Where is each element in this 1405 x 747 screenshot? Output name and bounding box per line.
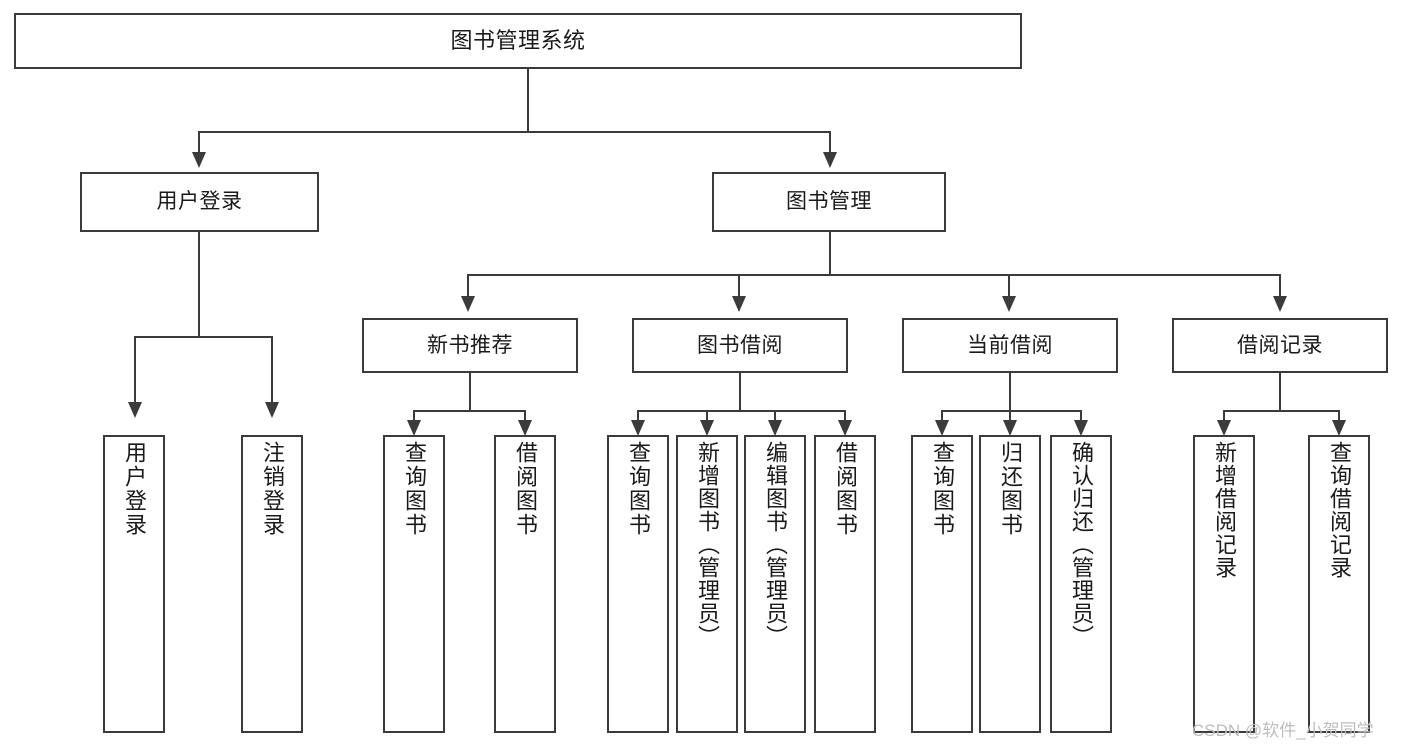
node-label: 借阅图书 xyxy=(833,441,858,537)
leaf-user-login-login[interactable]: 用户登录 xyxy=(103,435,165,733)
node-label: 确认归还（管理员） xyxy=(1069,441,1094,648)
node-label: 注销登录 xyxy=(260,441,285,537)
connector-nbr-branch-2 xyxy=(524,410,526,424)
node-label: 查询图书 xyxy=(626,441,651,537)
connector-to-borrow-record xyxy=(1279,274,1281,300)
connector-current-borrow-stem xyxy=(1009,373,1011,410)
connector-new-book-recommend-stem xyxy=(469,373,471,410)
connector-borrow-record-bus xyxy=(1223,410,1339,412)
connector-to-current-borrow xyxy=(1008,274,1010,300)
connector-root-to-user-login xyxy=(198,131,200,156)
leaf-book-borrow-add-book-admin[interactable]: 新增图书（管理员） xyxy=(676,435,738,733)
leaf-borrow-record-add-record[interactable]: 新增借阅记录 xyxy=(1193,435,1255,733)
connector-user-login-bus xyxy=(134,336,272,338)
connector-borrow-record-stem xyxy=(1279,373,1281,410)
connector-current-borrow-bus xyxy=(941,410,1081,412)
watermark-text: CSDN @软件_小贺同学 xyxy=(1192,721,1374,740)
leaf-user-login-logout[interactable]: 注销登录 xyxy=(241,435,303,733)
connector-nbr-branch-1 xyxy=(413,410,415,424)
connector-to-book-borrow xyxy=(738,274,740,300)
arrow-down-icon xyxy=(192,152,206,168)
connector-user-login-branch-2 xyxy=(271,336,273,406)
node-label: 图书管理系统 xyxy=(450,27,586,53)
arrow-down-icon xyxy=(1273,296,1287,312)
node-label: 查询借阅记录 xyxy=(1327,441,1352,579)
leaf-current-borrow-confirm-return-admin[interactable]: 确认归还（管理员） xyxy=(1050,435,1112,733)
node-label: 新增借阅记录 xyxy=(1212,441,1237,579)
connector-user-login-stem xyxy=(198,232,200,336)
node-label: 归还图书 xyxy=(998,441,1023,537)
connector-to-new-book-recommend xyxy=(467,274,469,300)
connector-book-borrow-stem xyxy=(739,373,741,410)
leaf-book-borrow-edit-book-admin[interactable]: 编辑图书（管理员） xyxy=(744,435,806,733)
node-label: 查询图书 xyxy=(402,441,427,537)
leaf-new-book-borrow-book[interactable]: 借阅图书 xyxy=(494,435,556,733)
arrow-down-icon xyxy=(1332,420,1346,436)
node-label: 图书管理 xyxy=(786,190,872,214)
arrow-down-icon xyxy=(1003,420,1017,436)
leaf-book-borrow-query-book[interactable]: 查询图书 xyxy=(607,435,669,733)
node-book-borrow[interactable]: 图书借阅 xyxy=(632,318,848,373)
leaf-new-book-query-book[interactable]: 查询图书 xyxy=(383,435,445,733)
connector-book-management-bus xyxy=(467,274,1281,276)
arrow-down-icon xyxy=(838,420,852,436)
node-label: 新书推荐 xyxy=(427,333,513,357)
arrow-down-icon xyxy=(1002,296,1016,312)
arrow-down-icon xyxy=(823,152,837,168)
node-label: 当前借阅 xyxy=(967,333,1053,357)
node-root-book-management-system[interactable]: 图书管理系统 xyxy=(14,13,1022,69)
node-label: 用户登录 xyxy=(156,190,243,214)
node-book-management[interactable]: 图书管理 xyxy=(712,172,946,232)
connector-root-to-book-management xyxy=(829,131,831,156)
connector-root-bus xyxy=(198,131,830,133)
connector-cb-branch-2 xyxy=(1009,410,1011,424)
leaf-borrow-record-query-record[interactable]: 查询借阅记录 xyxy=(1308,435,1370,733)
connector-new-book-recommend-bus xyxy=(413,410,525,412)
arrow-down-icon xyxy=(518,420,532,436)
arrow-down-icon xyxy=(732,296,746,312)
connector-root-stem xyxy=(527,69,529,131)
connector-book-management-stem xyxy=(829,232,831,274)
leaf-current-borrow-query-book[interactable]: 查询图书 xyxy=(911,435,973,733)
connector-cb-branch-1 xyxy=(941,410,943,424)
connector-br-branch-1 xyxy=(1223,410,1225,424)
arrow-down-icon xyxy=(128,402,142,418)
node-label: 查询图书 xyxy=(930,441,955,537)
arrow-down-icon xyxy=(407,420,421,436)
node-label: 编辑图书（管理员） xyxy=(763,441,788,648)
connector-br-branch-2 xyxy=(1338,410,1340,424)
arrow-down-icon xyxy=(461,296,475,312)
arrow-down-icon xyxy=(631,420,645,436)
leaf-book-borrow-borrow-book[interactable]: 借阅图书 xyxy=(814,435,876,733)
node-user-login[interactable]: 用户登录 xyxy=(80,172,319,232)
connector-bb-branch-1 xyxy=(637,410,639,424)
arrow-down-icon xyxy=(1074,420,1088,436)
node-new-book-recommend[interactable]: 新书推荐 xyxy=(362,318,578,373)
connector-cb-branch-3 xyxy=(1080,410,1082,424)
node-borrow-record[interactable]: 借阅记录 xyxy=(1172,318,1388,373)
arrow-down-icon xyxy=(265,402,279,418)
connector-bb-branch-3 xyxy=(774,410,776,424)
node-label: 新增图书（管理员） xyxy=(695,441,720,648)
arrow-down-icon xyxy=(935,420,949,436)
node-current-borrow[interactable]: 当前借阅 xyxy=(902,318,1118,373)
node-label: 借阅记录 xyxy=(1237,333,1323,357)
connector-bb-branch-2 xyxy=(706,410,708,424)
node-label: 图书借阅 xyxy=(697,333,783,357)
connector-bb-branch-4 xyxy=(844,410,846,424)
arrow-down-icon xyxy=(700,420,714,436)
node-label: 借阅图书 xyxy=(513,441,538,537)
connector-book-borrow-bus xyxy=(637,410,845,412)
node-label: 用户登录 xyxy=(122,441,147,537)
leaf-current-borrow-return-book[interactable]: 归还图书 xyxy=(979,435,1041,733)
connector-user-login-branch-1 xyxy=(134,336,136,406)
arrow-down-icon xyxy=(1217,420,1231,436)
arrow-down-icon xyxy=(768,420,782,436)
